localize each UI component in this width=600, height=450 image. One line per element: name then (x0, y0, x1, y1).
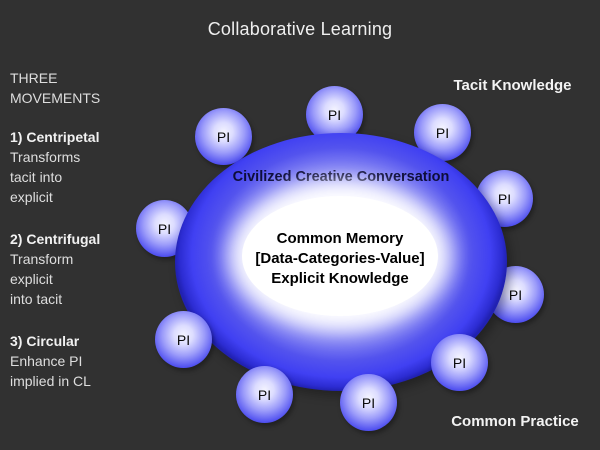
pi-node: PI (431, 334, 488, 391)
core-ellipse: Common Memory [Data-Categories-Value] Ex… (242, 196, 438, 316)
movement-label: 1) Centripetal (10, 129, 100, 145)
pi-node-label: PI (216, 128, 231, 145)
left-panel: THREE MOVEMENTS 1) Centripetal Transform… (10, 68, 132, 413)
pi-node-label: PI (327, 106, 342, 123)
movement-line: tacit into (10, 169, 63, 185)
movement-line: into tacit (10, 291, 63, 307)
pi-node-label: PI (157, 220, 172, 237)
slide-title: Collaborative Learning (207, 19, 393, 39)
movement-line: implied in CL (10, 373, 91, 389)
pi-node-label: PI (361, 394, 376, 411)
movement-label: 3) Circular (10, 333, 80, 349)
movement-line: Enhance PI (10, 353, 83, 369)
core-text-line: [Data-Categories-Value] (255, 250, 425, 267)
movement-line: explicit (10, 189, 53, 205)
movements-heading: THREE MOVEMENTS (10, 70, 101, 106)
core-text-line: Common Memory (276, 230, 404, 247)
pi-node: PI (340, 374, 397, 431)
movement-line: Transforms (10, 149, 81, 165)
common-practice-label: Common Practice (451, 413, 579, 430)
pi-node: PI (155, 311, 212, 368)
core-text-line: Explicit Knowledge (271, 270, 409, 287)
pi-node-label: PI (508, 286, 523, 303)
pi-node-label: PI (497, 190, 512, 207)
pi-node-label: PI (435, 124, 450, 141)
pi-node: PI (236, 366, 293, 423)
conversation-label: Civilized Creative Conversation (232, 169, 450, 185)
pi-node-label: PI (452, 354, 467, 371)
tacit-knowledge-label: Tacit Knowledge (453, 77, 572, 94)
movement-block-circular: 3) Circular Enhance PI implied in CL (10, 331, 132, 391)
movement-block-centripetal: 1) Centripetal Transforms tacit into exp… (10, 127, 132, 207)
movement-line: Transform (10, 251, 74, 267)
movement-line: explicit (10, 271, 53, 287)
pi-node-label: PI (176, 331, 191, 348)
movement-block-centrifugal: 2) Centrifugal Transform explicit into t… (10, 229, 132, 309)
movement-label: 2) Centrifugal (10, 231, 101, 247)
pi-node-label: PI (257, 386, 272, 403)
pi-node: PI (195, 108, 252, 165)
